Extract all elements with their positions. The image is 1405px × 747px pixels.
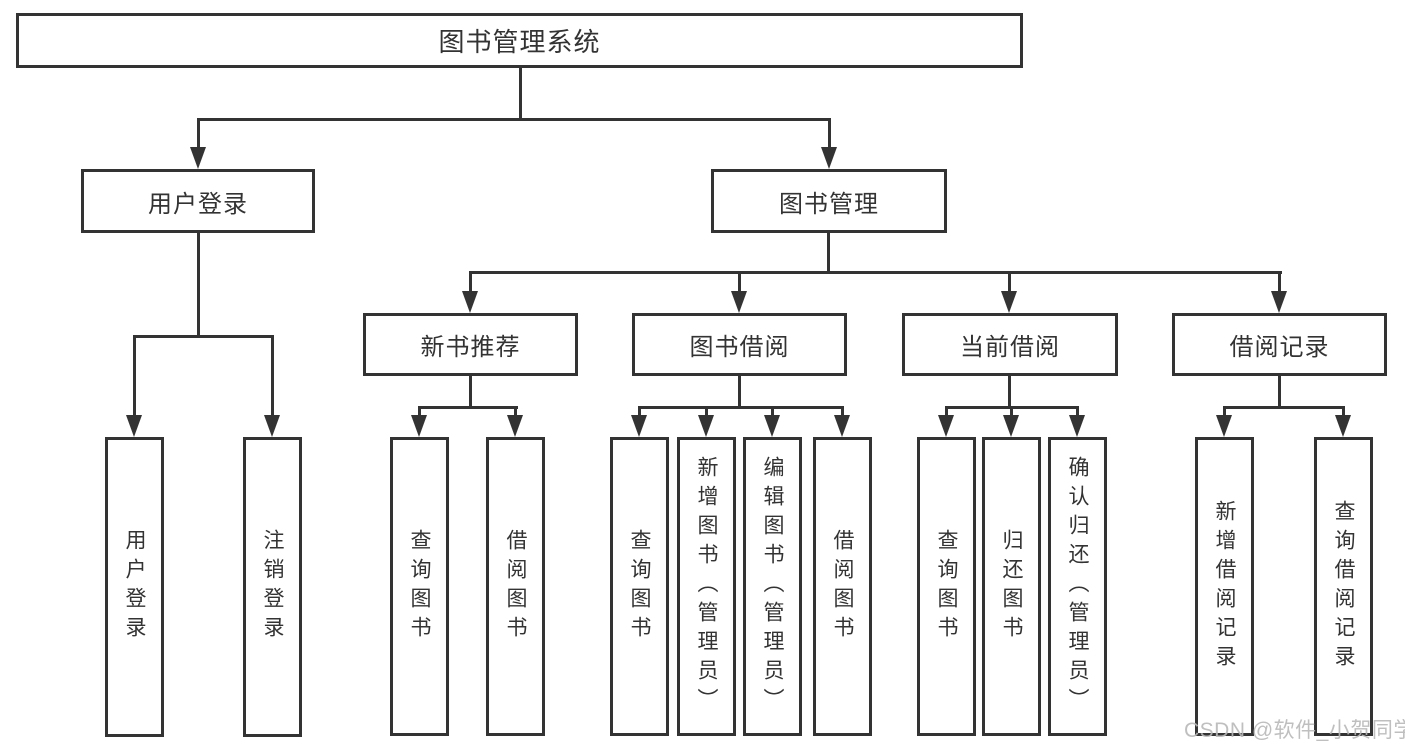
connector — [638, 406, 641, 419]
connector — [738, 376, 741, 409]
connector — [469, 376, 472, 409]
leaf-edit-books-admin: 编辑图书（管理员） — [743, 437, 802, 736]
connector — [418, 406, 518, 409]
connector — [469, 271, 472, 295]
arrow-down-icon — [190, 147, 206, 169]
node-root: 图书管理系统 — [16, 13, 1023, 68]
arrow-down-icon — [834, 415, 850, 437]
arrow-down-icon — [731, 291, 747, 313]
leaf-borrow-books-recommend: 借阅图书 — [486, 437, 545, 736]
connector — [418, 406, 421, 419]
arrow-down-icon — [1216, 415, 1232, 437]
leaf-query-borrow-record: 查询借阅记录 — [1314, 437, 1373, 736]
connector — [1278, 271, 1281, 295]
connector — [705, 406, 708, 419]
connector — [519, 68, 522, 121]
connector — [514, 406, 517, 419]
connector — [1010, 406, 1013, 419]
node-current-borrow: 当前借阅 — [902, 313, 1118, 376]
arrow-down-icon — [1001, 291, 1017, 313]
connector — [1008, 271, 1011, 295]
arrow-down-icon — [938, 415, 954, 437]
connector — [841, 406, 844, 419]
connector — [1223, 406, 1226, 419]
connector — [828, 118, 831, 150]
connector — [133, 335, 274, 338]
arrow-down-icon — [764, 415, 780, 437]
arrow-down-icon — [264, 415, 280, 437]
node-new-book-recommend: 新书推荐 — [363, 313, 578, 376]
arrow-down-icon — [821, 147, 837, 169]
connector — [1223, 406, 1345, 409]
leaf-query-books-borrow: 查询图书 — [610, 437, 669, 736]
connector — [1278, 376, 1281, 409]
arrow-down-icon — [631, 415, 647, 437]
connector — [197, 118, 831, 121]
connector — [197, 118, 200, 150]
connector — [197, 233, 200, 338]
node-book-management: 图书管理 — [711, 169, 947, 233]
node-borrow-records: 借阅记录 — [1172, 313, 1387, 376]
arrow-down-icon — [411, 415, 427, 437]
connector — [469, 271, 1282, 274]
leaf-user-login: 用户登录 — [105, 437, 164, 737]
leaf-return-books: 归还图书 — [982, 437, 1041, 736]
connector — [271, 335, 274, 417]
leaf-add-books-admin: 新增图书（管理员） — [677, 437, 736, 736]
leaf-confirm-return-admin: 确认归还（管理员） — [1048, 437, 1107, 736]
arrow-down-icon — [1069, 415, 1085, 437]
arrow-down-icon — [126, 415, 142, 437]
leaf-borrow-books: 借阅图书 — [813, 437, 872, 736]
connector — [945, 406, 948, 419]
arrow-down-icon — [698, 415, 714, 437]
arrow-down-icon — [462, 291, 478, 313]
watermark: CSDN @软件_小贺同学 — [1184, 719, 1405, 742]
arrow-down-icon — [507, 415, 523, 437]
node-book-borrow: 图书借阅 — [632, 313, 847, 376]
connector — [827, 233, 830, 274]
arrow-down-icon — [1003, 415, 1019, 437]
arrow-down-icon — [1271, 291, 1287, 313]
connector — [771, 406, 774, 419]
leaf-query-books-current: 查询图书 — [917, 437, 976, 736]
connector — [1076, 406, 1079, 419]
connector — [133, 335, 136, 417]
arrow-down-icon — [1335, 415, 1351, 437]
connector — [638, 406, 844, 409]
leaf-logout: 注销登录 — [243, 437, 302, 737]
leaf-query-books-recommend: 查询图书 — [390, 437, 449, 736]
node-user-login: 用户登录 — [81, 169, 315, 233]
connector — [1342, 406, 1345, 419]
leaf-add-borrow-record: 新增借阅记录 — [1195, 437, 1254, 736]
connector — [1008, 376, 1011, 409]
connector — [738, 271, 741, 295]
